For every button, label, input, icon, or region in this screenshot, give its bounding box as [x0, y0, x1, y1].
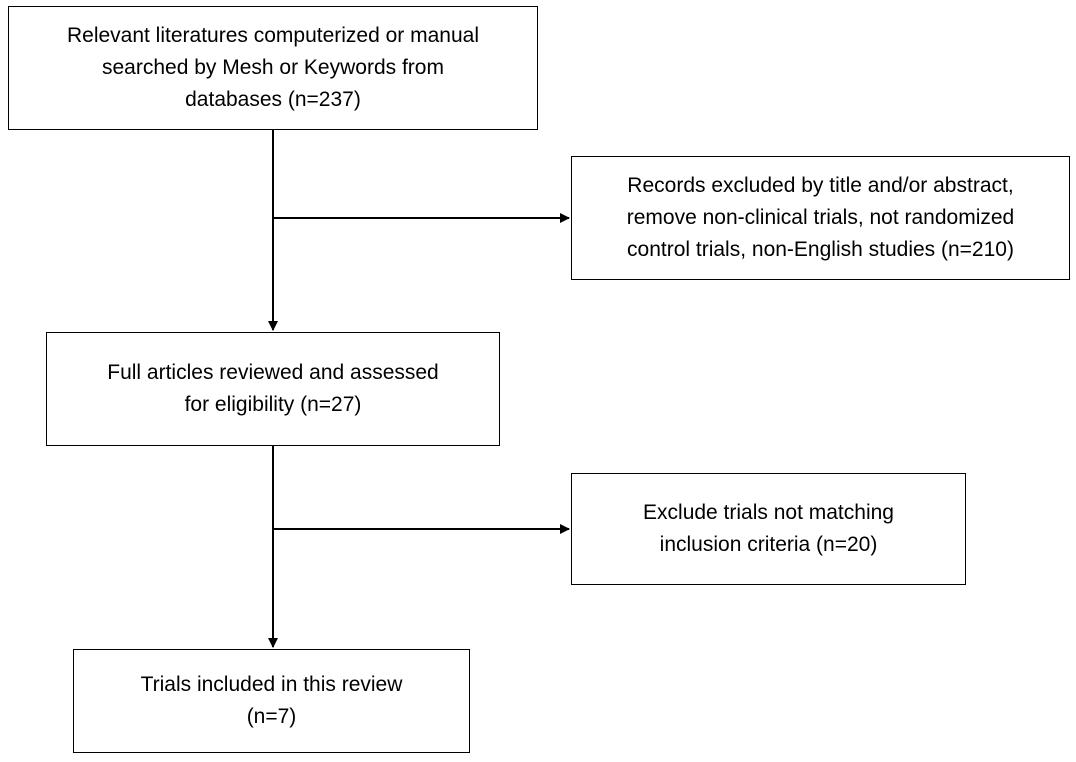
excluded-title-abstract-box: Records excluded by title and/or abstrac… — [571, 156, 1070, 280]
exclude-criteria-box: Exclude trials not matching inclusion cr… — [571, 473, 966, 585]
included-trials-box: Trials included in this review (n=7) — [73, 649, 470, 753]
search-box-text: Relevant literatures computerized or man… — [66, 24, 480, 111]
search-box: Relevant literatures computerized or man… — [8, 6, 538, 130]
full-articles-box: Full articles reviewed and assessed for … — [46, 332, 500, 446]
excluded-title-abstract-text: Records excluded by title and/or abstrac… — [626, 174, 1015, 261]
included-trials-text: Trials included in this review (n=7) — [140, 673, 403, 728]
exclude-criteria-text: Exclude trials not matching inclusion cr… — [643, 501, 894, 556]
full-articles-text: Full articles reviewed and assessed for … — [107, 361, 439, 416]
